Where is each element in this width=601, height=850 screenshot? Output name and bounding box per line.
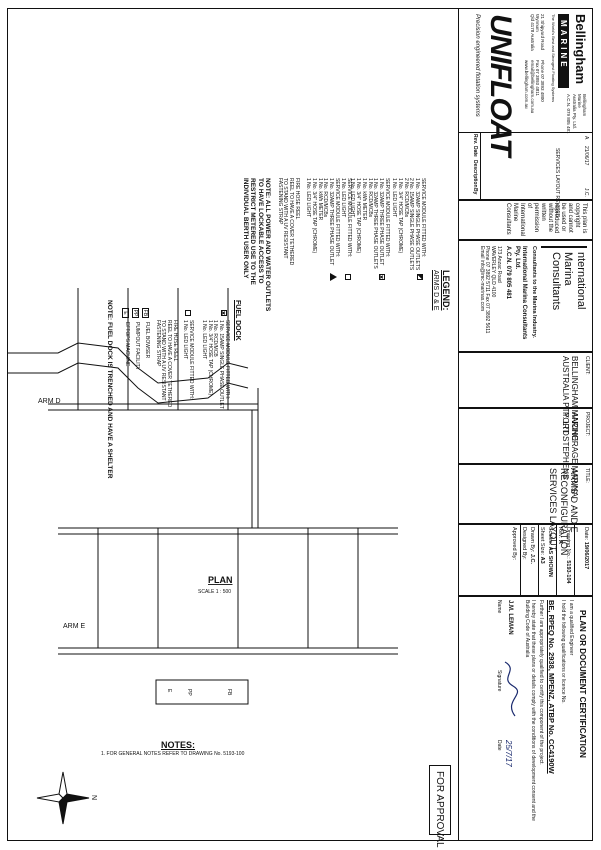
uniflot-tag: Precision engineered flotation systems [474, 14, 480, 117]
company-logo-line2: MARINE [559, 20, 568, 70]
company-logo-line1: Bellingham [573, 14, 588, 85]
company-tag: The World's Best and Strongest Floating … [551, 14, 556, 103]
consultant-acn: A.C.N. 079 805 481 [505, 246, 511, 300]
shoreline-1 [7, 342, 249, 384]
compass-rose: N [36, 771, 97, 825]
fuel-tag-pp: PP [186, 689, 192, 696]
copyright-notice: This plan is copyright and cannot be use… [505, 203, 587, 237]
shoreline-2 [7, 362, 249, 404]
meta-date: Date: 19/06/2017 [583, 527, 589, 570]
notes-line-1: 1. FOR GENERAL NOTES REFER TO DRAWING No… [101, 751, 245, 757]
arm-d-label: ARM D [38, 398, 61, 405]
compass-north [62, 793, 90, 803]
certification-heading: PLAN OR DOCUMENT CERTIFICATION [578, 610, 587, 758]
title-label: TITLE: [584, 468, 590, 484]
rev-row-date: 21/06/17 [583, 146, 589, 166]
meta-drawing: Drawing No.: 5193-104 [565, 527, 571, 584]
rev-header-description: Description [472, 160, 478, 188]
project-label: PROJECT: [584, 412, 590, 437]
certification-date: 25/7/17 [504, 740, 513, 767]
signature-mark [504, 661, 519, 717]
arm-e-label: ARM E [63, 623, 86, 630]
certification-signature-label: Signature [496, 670, 502, 692]
notes-heading: NOTES: [161, 740, 196, 750]
meta-sheet: Sheet Size: A3 [539, 527, 545, 564]
client-label: CLIENT: [584, 356, 590, 375]
plan-label: PLAN [208, 575, 233, 585]
certification-date-label: Date [496, 740, 502, 751]
consultant-tag: Consultants to the Marina Industry. [531, 246, 537, 338]
meta-designed: Designed By: [521, 527, 527, 560]
fuel-tag-e: E [166, 689, 172, 693]
certification-name: J.M. LEMAN [507, 600, 513, 635]
revision-table [458, 132, 593, 200]
rev-row-by: J.C. [583, 188, 589, 197]
marina-plan: ARM D ARM E PLAN SCALE 1 : 500 FB PP E N [7, 288, 398, 825]
meta-scales: Scales: AS SHOWN [547, 527, 553, 577]
consultant-entity: International Marina Consultants Pty. Lt… [514, 246, 527, 340]
compass-label: N [90, 795, 97, 800]
fuel-dock [155, 679, 249, 705]
certification-line4: I hereby state that these plans or detai… [524, 600, 536, 821]
certification-line3: Further I am appropriately qualified to … [538, 600, 544, 765]
certification-line2: I hold the following qualifications or l… [560, 600, 566, 704]
rev-row-rev: A [583, 136, 589, 140]
certification-licence: BE, RPEQ No. 2938, MPENZ, ATBP No. CC419… [547, 600, 556, 774]
meta-approved: Approved By: [511, 527, 517, 561]
consultant-logo-i [541, 246, 587, 248]
rev-header-rev: Rev. [472, 134, 478, 145]
meta-drawn: Drawn By: J.C. [529, 527, 535, 564]
arm-e-fingers [97, 528, 359, 648]
arm-d-fingers [77, 288, 229, 410]
rev-header-date: Date [472, 146, 478, 157]
certification-line1: I am a qualified Engineer [568, 600, 574, 656]
certification-name-label: Name [496, 600, 502, 614]
meta-rev: Rev: A [557, 527, 563, 544]
fuel-tag-fb: FB [226, 689, 232, 696]
rev-header-by: By [472, 188, 478, 195]
plan-scale: SCALE 1 : 500 [198, 589, 231, 595]
